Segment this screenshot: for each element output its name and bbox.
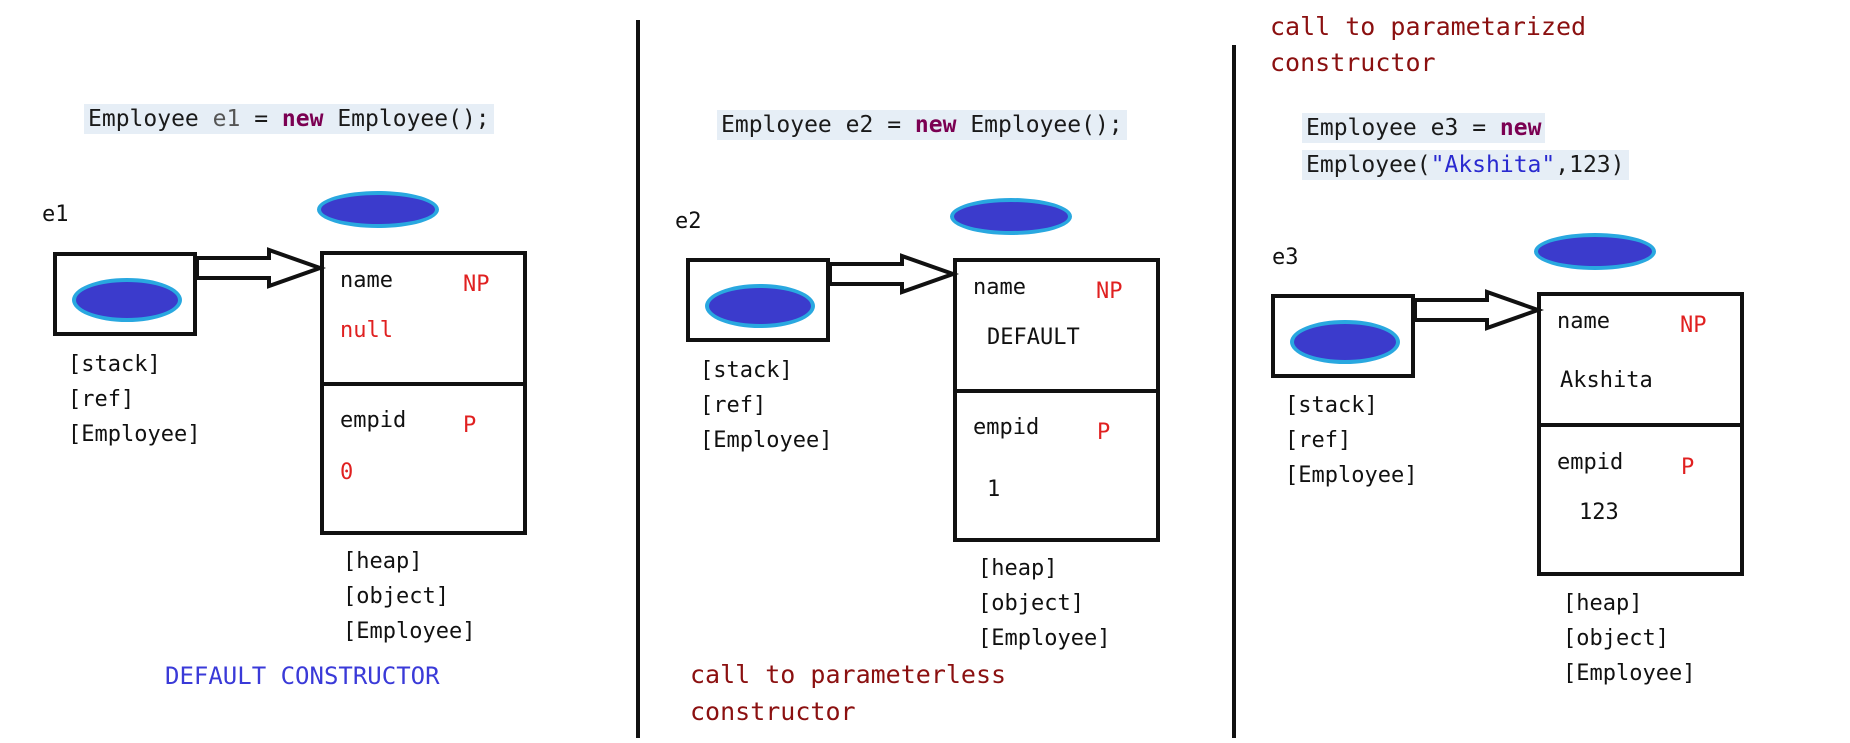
stack-label-2: [ref] <box>700 393 767 418</box>
heap-label-3: [Employee] <box>343 619 476 644</box>
name-field-label: name <box>340 268 393 293</box>
reference-arrow <box>1413 289 1545 331</box>
stack-label-3: [Employee] <box>68 422 201 447</box>
heap-label-1: [heap] <box>978 556 1058 581</box>
heap-label-3: [Employee] <box>1563 661 1696 686</box>
stack-label-2: [ref] <box>1285 428 1352 453</box>
empid-field-value: 1 <box>987 477 1001 502</box>
name-field-tag: NP <box>463 272 490 297</box>
reference-arrow <box>195 247 327 289</box>
heading-line-1: call to parametarized <box>1270 12 1587 41</box>
ref-label: e2 <box>675 209 702 234</box>
stack-label-3: [Employee] <box>1285 463 1418 488</box>
ref-ellipse <box>1290 320 1400 364</box>
field-separator <box>1537 423 1744 427</box>
field-separator <box>953 389 1160 393</box>
caption-line-1: call to parameterless <box>690 660 1007 689</box>
heap-object-box <box>1537 292 1744 576</box>
stack-ref-box <box>686 258 830 342</box>
caption: DEFAULT CONSTRUCTOR <box>165 662 440 690</box>
name-field-value: DEFAULT <box>987 325 1080 350</box>
heading-line-2: constructor <box>1270 48 1436 77</box>
heap-ellipse <box>1534 233 1656 270</box>
ref-ellipse <box>72 278 182 322</box>
heap-object-box <box>320 251 527 535</box>
stack-label-2: [ref] <box>68 387 135 412</box>
heap-label-2: [object] <box>343 584 449 609</box>
code-line-e3-part-2: Employee("Akshita",123) <box>1302 150 1629 180</box>
name-field-label: name <box>973 275 1026 300</box>
empid-field-label: empid <box>1557 450 1624 475</box>
reference-arrow <box>828 253 960 295</box>
heap-object-box <box>953 258 1160 542</box>
ref-label: e3 <box>1272 245 1299 270</box>
empid-field-tag: P <box>1681 455 1695 480</box>
code-line-e3-part-1: Employee e3 = new <box>1302 113 1546 143</box>
empid-field-label: empid <box>340 408 407 433</box>
heap-label-1: [heap] <box>1563 591 1643 616</box>
ref-ellipse <box>705 284 815 328</box>
stack-label-1: [stack] <box>68 352 161 377</box>
empid-field-value: 0 <box>340 460 354 485</box>
empid-field-label: empid <box>973 415 1040 440</box>
ref-label: e1 <box>42 202 69 227</box>
empid-field-tag: P <box>1097 420 1111 445</box>
field-separator <box>320 382 527 386</box>
empid-field-tag: P <box>463 413 477 438</box>
divider-2 <box>1232 45 1236 738</box>
stack-label-3: [Employee] <box>700 428 833 453</box>
name-field-value: Akshita <box>1560 368 1653 393</box>
stack-ref-box <box>1271 294 1415 378</box>
stack-ref-box <box>53 252 197 336</box>
code-line-e1: Employee e1 = new Employee(); <box>84 104 494 134</box>
name-field-tag: NP <box>1096 279 1123 304</box>
stack-label-1: [stack] <box>700 358 793 383</box>
heap-label-1: [heap] <box>343 549 423 574</box>
heap-label-3: [Employee] <box>978 626 1111 651</box>
caption-line-2: constructor <box>690 697 856 726</box>
heap-ellipse <box>317 191 439 228</box>
code-line-e2: Employee e2 = new Employee(); <box>717 110 1127 140</box>
heap-ellipse <box>950 198 1072 235</box>
heap-label-2: [object] <box>1563 626 1669 651</box>
stack-label-1: [stack] <box>1285 393 1378 418</box>
name-field-value: null <box>340 318 393 343</box>
name-field-label: name <box>1557 309 1610 334</box>
empid-field-value: 123 <box>1579 500 1619 525</box>
divider-1 <box>636 20 640 738</box>
name-field-tag: NP <box>1680 313 1707 338</box>
heap-label-2: [object] <box>978 591 1084 616</box>
